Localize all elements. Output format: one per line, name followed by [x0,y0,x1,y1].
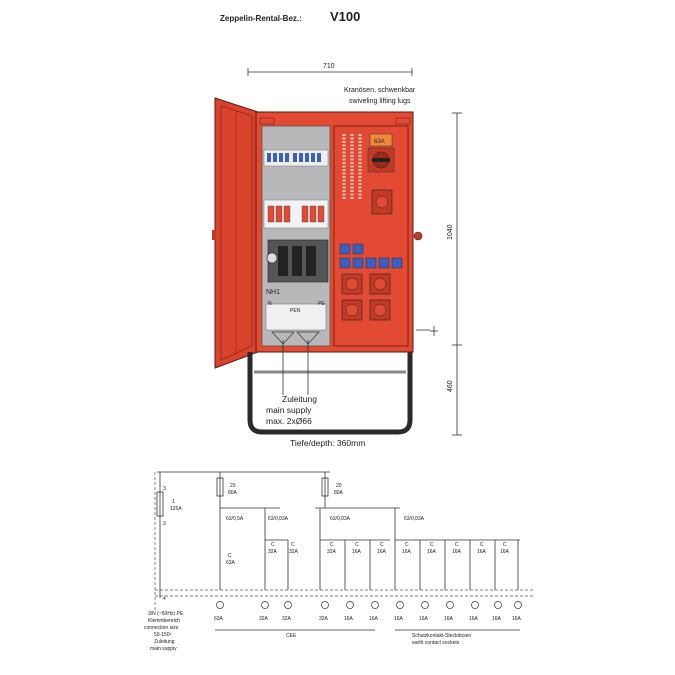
main-switch-label: 63A [374,139,385,145]
outlet-rating: 63A [214,616,224,622]
breaker-type: C [271,542,275,548]
supply-max: max. 2xØ66 [266,416,312,426]
height-dimension: 1040 460 [447,112,462,436]
main-switch: 63A [367,133,395,173]
breaker-rating: 32A [289,549,299,555]
wiring-schematic: 1 125A 3 3 4 20 80A 20 80A 63/0,5A 63/0,… [144,471,535,652]
outlet-rating: 16A [492,616,502,622]
breaker-rating: 63A [226,560,236,566]
terminal-en: connection size [144,625,179,631]
n-label: N [268,301,272,307]
breaker-rating: 16A [500,549,510,555]
pole-label: 3 [163,521,166,527]
ground-icon [416,326,438,336]
schematic-supply-en: main supply [150,646,177,652]
depth-label: Tiefe/depth: 360mm [290,438,365,448]
breaker-rating: 16A [377,549,387,555]
group-schuko-de: Schutzkontakt-Steckdosen [412,633,471,639]
indicator-strip [342,134,362,200]
height-value: 1040 [447,224,454,240]
breaker-type: C [355,542,359,548]
rcd-label: 63/0,03A [330,516,351,522]
rcd-label: 63/0,03A [404,516,425,522]
nh-label: NH1 [266,289,280,296]
lock-knob [413,231,423,241]
frame-height-value: 460 [447,380,454,392]
pole-label: 3 [163,486,166,492]
terminal-de: Klemmbereich [148,618,180,624]
breaker-rating: 16A [477,549,487,555]
breaker-row [267,153,321,162]
supply-arrows [271,331,320,395]
fuse-group-a-value: 80A [228,490,238,496]
supply-en: main supply [266,405,312,415]
outlet-rating: 16A [469,616,479,622]
pe-label: PE [318,301,325,307]
breaker-rating: 32A [268,549,278,555]
outlet-rating: 16A [512,616,522,622]
outlet-rating: 32A [282,616,292,622]
supply-spec: 3/N (~50Hz) PE [148,611,184,617]
cee-sockets [341,273,391,321]
main-fuse-num: 1 [172,499,175,505]
outlet-rating: 16A [394,616,404,622]
outlet-rating: 16A [369,616,379,622]
fuse-group-a-label: 20 [230,483,236,489]
lifting-lugs-en: swiveling lifting lugs [349,98,411,105]
pen-label: PEN [290,308,301,314]
group-cee-label: CEE [286,633,297,639]
outlet-rating: 32A [259,616,269,622]
main-fuse-value: 125A [170,506,182,512]
breaker-type: C [455,542,459,548]
fuse-group-b-label: 20 [336,483,342,489]
rcd-label: 63/0,03A [268,516,289,522]
breaker-type: C [480,542,484,548]
supply-de: Zuleitung [282,394,317,404]
breaker-type: C [228,553,232,559]
breaker-rating: 16A [352,549,362,555]
cabinet-door [212,97,259,369]
schematic-supply-de: Zuleitung [154,639,175,645]
rcd-modules [267,205,325,223]
breaker-type: C [430,542,434,548]
fuse-group-b-value: 80A [334,490,344,496]
breaker-rating: 32A [327,549,337,555]
outlet-rating: 16A [419,616,429,622]
frame-stand [247,352,413,435]
breaker-rating: 16A [402,549,412,555]
outlet-rating: 16A [344,616,354,622]
width-value: 710 [323,63,335,70]
lifting-lugs-de: Kranösen, schwenkbar [344,87,416,94]
breaker-type: C [405,542,409,548]
breaker-type: C [380,542,384,548]
breaker-type: C [503,542,507,548]
outlet-rating: 16A [444,616,454,622]
cabinet-body: NH1 PEN N PE 63A [255,111,438,353]
breaker-type: C [330,542,334,548]
outlet-symbols [216,601,522,609]
breaker-type: C [291,542,295,548]
pole-label: 4 [163,596,166,602]
header-model: V100 [330,9,360,24]
schuko-sockets [339,243,403,269]
breaker-rating: 16A [427,549,437,555]
group-schuko-en: earth contact sockets [412,640,460,646]
breaker-rating: 16A [452,549,462,555]
width-dimension: 710 [247,63,413,76]
outlet-rating: 32A [319,616,329,622]
rcd-label: 63/0,5A [226,516,244,522]
terminal-range: 50-150² [154,632,172,638]
header-label: Zeppelin-Rental-Bez.: [220,14,302,23]
